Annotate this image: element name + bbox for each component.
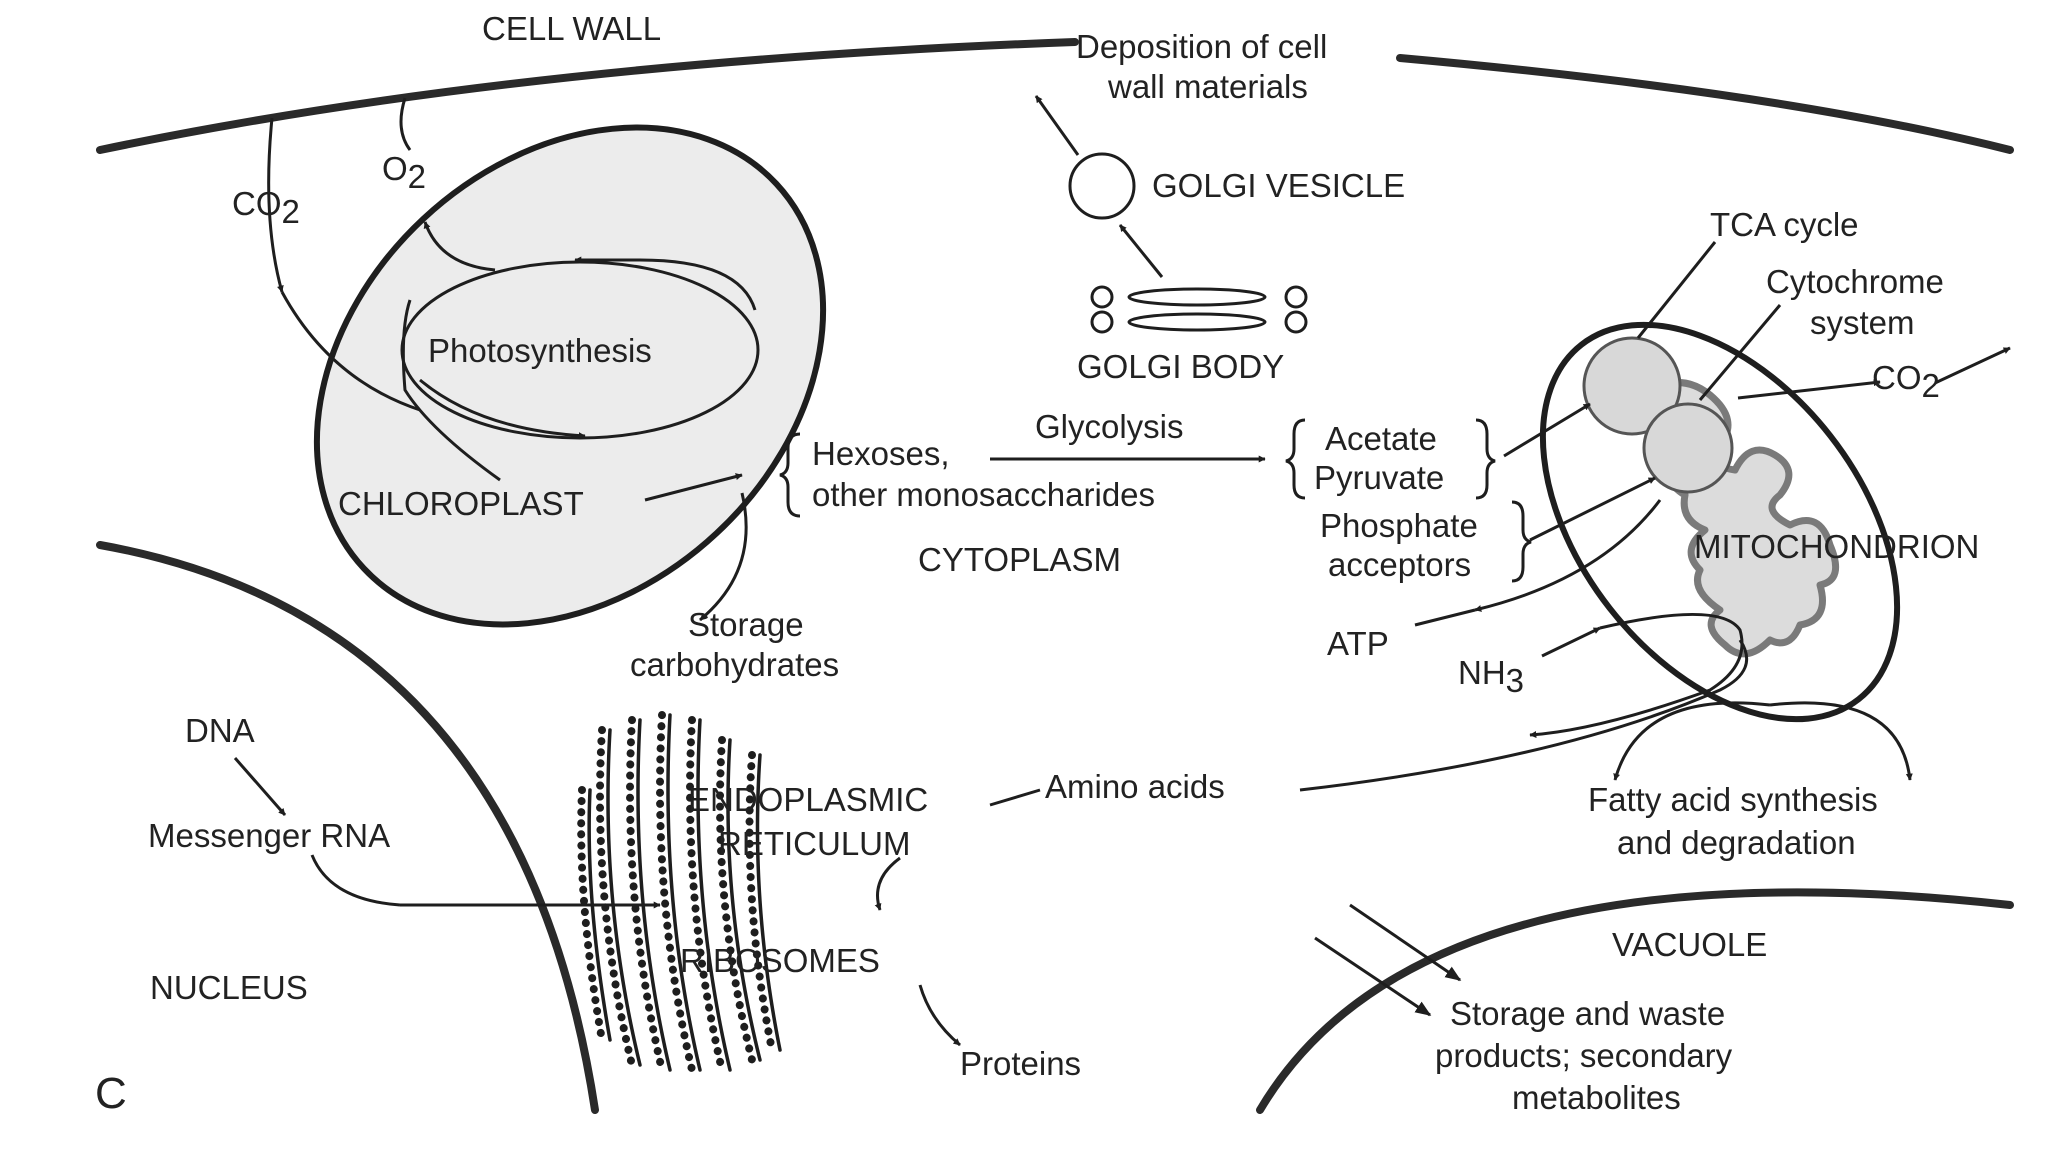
proteins-label: Proteins (960, 1045, 1081, 1082)
photosynthesis-label: Photosynthesis (428, 332, 652, 369)
golgi-body-label: GOLGI BODY (1077, 348, 1284, 385)
co2-left-label: CO2 (232, 185, 300, 230)
pyruvate-label: Pyruvate (1314, 459, 1444, 496)
vacuole-membrane (1256, 888, 2014, 1114)
glycolysis-label: Glycolysis (1035, 408, 1184, 445)
golgi-vesicle (1068, 152, 1136, 220)
nucleus-membrane (96, 541, 599, 1114)
messenger-rna-label: Messenger RNA (148, 817, 390, 854)
ribosomes-label: RIBOSOMES (680, 942, 880, 979)
deposition-label-line1: Deposition of cell (1076, 28, 1327, 65)
atp-label: ATP (1327, 625, 1389, 662)
storage-waste-line3: metabolites (1512, 1079, 1681, 1116)
deposition-label-line2: wall materials (1107, 68, 1308, 105)
tca-cycle-circle (1582, 336, 1682, 436)
chloroplast-label: CHLOROPLAST (338, 485, 584, 522)
amino-acids-label: Amino acids (1045, 768, 1225, 805)
cell-wall (96, 38, 2014, 154)
golgi-apparatus (1034, 95, 1308, 334)
reticulum-label: RETICULUM (718, 825, 911, 862)
co2-right-label: CO2 (1872, 359, 1940, 404)
phosphate-label: Phosphate (1320, 507, 1478, 544)
chloroplast (267, 97, 827, 628)
hexoses-label: Hexoses, (812, 435, 950, 472)
fatty-acid-label-line2: and degradation (1617, 824, 1856, 861)
fatty-acid-label-line1: Fatty acid synthesis (1588, 781, 1878, 818)
storage-waste-line2: products; secondary (1435, 1037, 1733, 1074)
acceptors-label: acceptors (1328, 546, 1471, 583)
nh3-label: NH3 (1458, 654, 1524, 699)
storage-waste-line1: Storage and waste (1450, 995, 1725, 1032)
storage-carbohydrates-line2: carbohydrates (630, 646, 839, 683)
cell-wall-label: CELL WALL (482, 10, 661, 47)
golgi-vesicle-label: GOLGI VESICLE (1152, 167, 1405, 204)
mitochondrion-label: MITOCHONDRION (1694, 528, 1979, 565)
cytochrome-circle (1642, 402, 1734, 494)
cytochrome-label-line2: system (1810, 304, 1915, 341)
o2-label: O2 (382, 150, 426, 195)
endoplasmic-label: ENDOPLASMIC (688, 781, 928, 818)
vacuole-label: VACUOLE (1612, 926, 1767, 963)
cytochrome-label-line1: Cytochrome (1766, 263, 1944, 300)
dna-label: DNA (185, 712, 255, 749)
storage-carbohydrates-line1: Storage (688, 606, 804, 643)
acetate-label: Acetate (1325, 420, 1437, 457)
endoplasmic-reticulum (577, 711, 782, 1074)
cytoplasm-label: CYTOPLASM (918, 541, 1121, 578)
tca-cycle-label: TCA cycle (1710, 206, 1859, 243)
other-monosaccharides-label: other monosaccharides (812, 476, 1155, 513)
panel-letter: C (95, 1069, 127, 1118)
nucleus-label: NUCLEUS (150, 969, 308, 1006)
